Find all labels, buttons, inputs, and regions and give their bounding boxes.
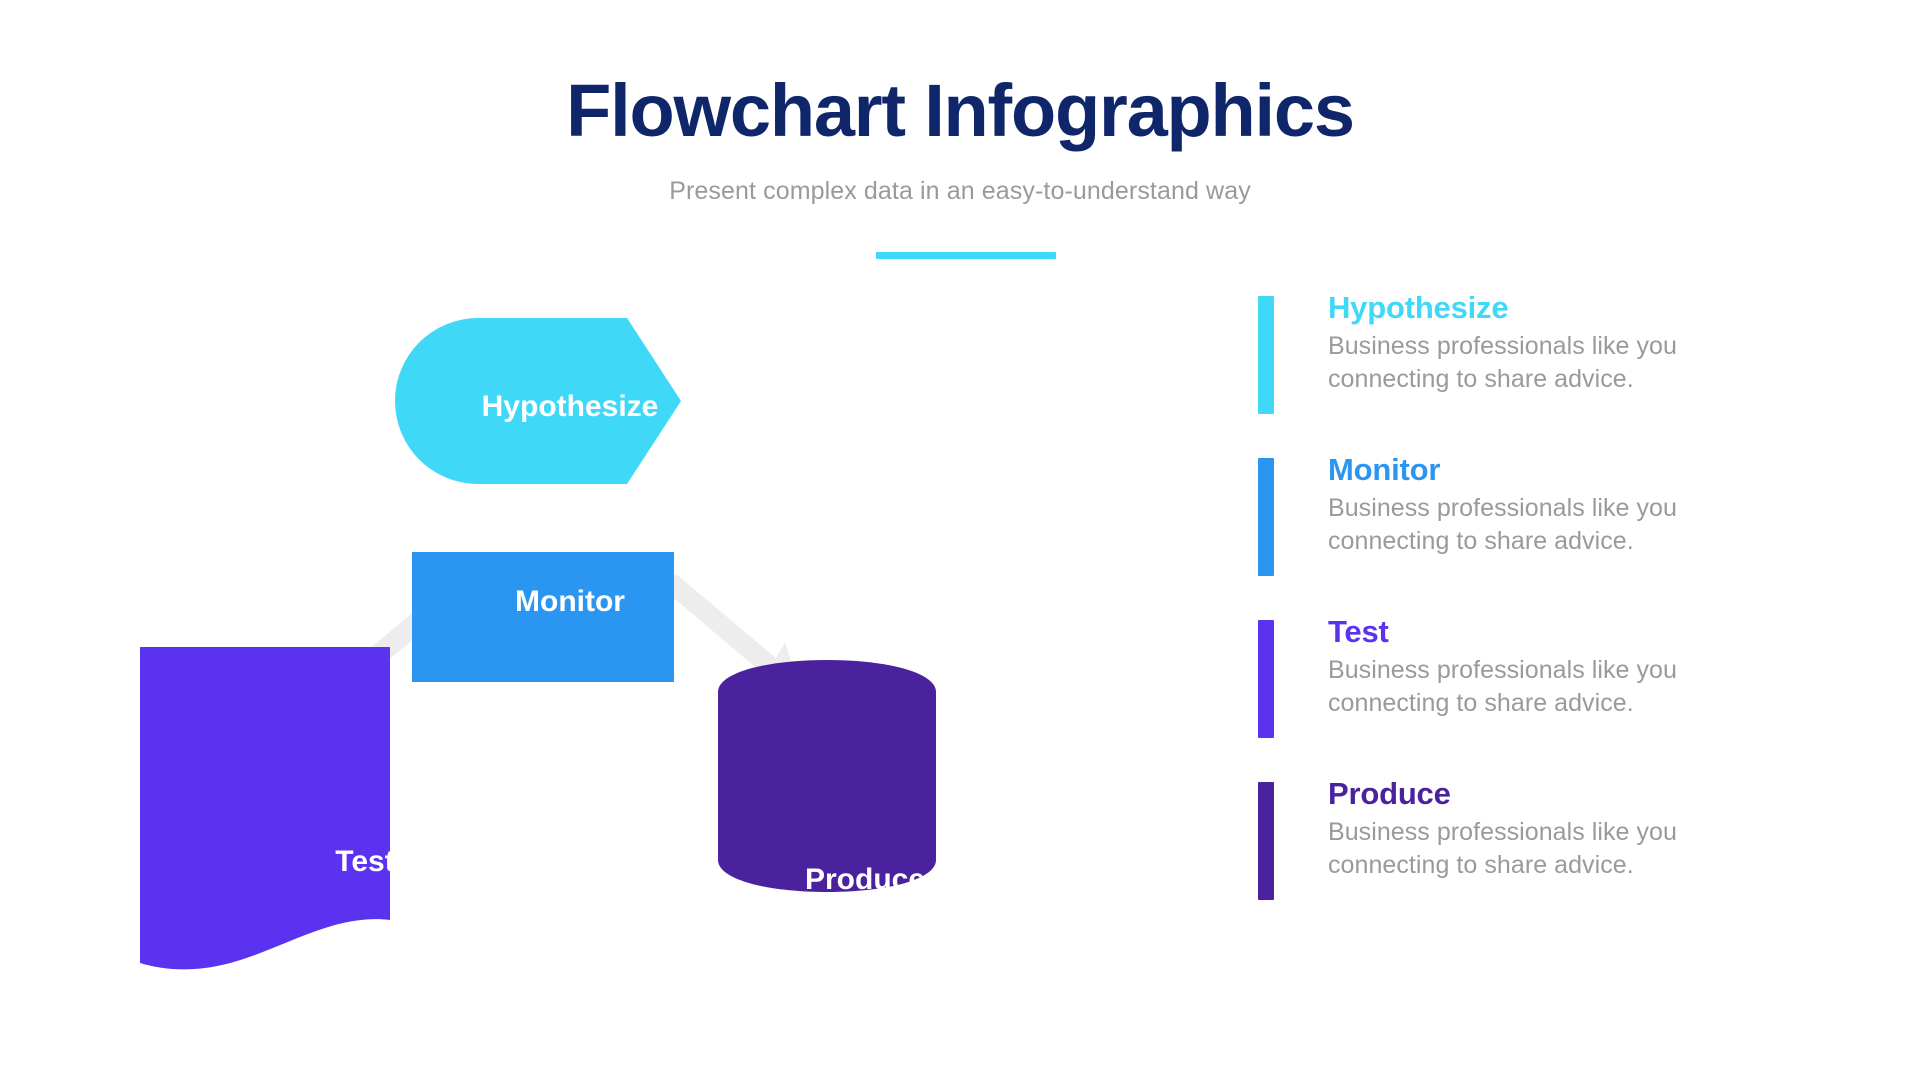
connector-monitor-to-produce xyxy=(663,574,801,693)
flow-node-test[interactable] xyxy=(140,647,390,970)
page-subtitle: Present complex data in an easy-to-under… xyxy=(669,177,1251,205)
legend-item-title: Produce xyxy=(1328,776,1451,811)
legend-item-monitor[interactable]: Monitor Business professionals like you … xyxy=(1258,454,1878,576)
flow-node-hypothesize[interactable] xyxy=(395,318,681,484)
legend-item-description: Business professionals like you connecti… xyxy=(1328,494,1677,555)
flow-node-produce[interactable] xyxy=(718,660,936,892)
legend-color-bar xyxy=(1258,620,1274,738)
legend-color-bar xyxy=(1258,458,1274,576)
accent-underline xyxy=(876,252,1056,259)
legend-item-description: Business professionals like you connecti… xyxy=(1328,332,1677,393)
legend-item-description: Business professionals like you connecti… xyxy=(1328,656,1677,717)
legend-item-title: Test xyxy=(1328,614,1389,649)
legend-item-hypothesize[interactable]: Hypothesize Business professionals like … xyxy=(1258,292,1878,414)
legend-color-bar xyxy=(1258,296,1274,414)
legend-item-title: Hypothesize xyxy=(1328,290,1509,325)
legend-item-test[interactable]: Test Business professionals like you con… xyxy=(1258,616,1878,738)
header: Flowchart Infographics Present complex d… xyxy=(0,0,1920,206)
legend-list: Hypothesize Business professionals like … xyxy=(1258,292,1878,900)
flowchart-diagram: Hypothesize Monitor Test Produce xyxy=(120,300,1180,1000)
legend-item-produce[interactable]: Produce Business professionals like you … xyxy=(1258,778,1878,900)
legend-color-bar xyxy=(1258,782,1274,900)
page-title: Flowchart Infographics xyxy=(566,69,1355,152)
legend-item-title: Monitor xyxy=(1328,452,1441,487)
legend-item-description: Business professionals like you connecti… xyxy=(1328,818,1677,879)
flow-node-monitor[interactable] xyxy=(412,552,674,682)
